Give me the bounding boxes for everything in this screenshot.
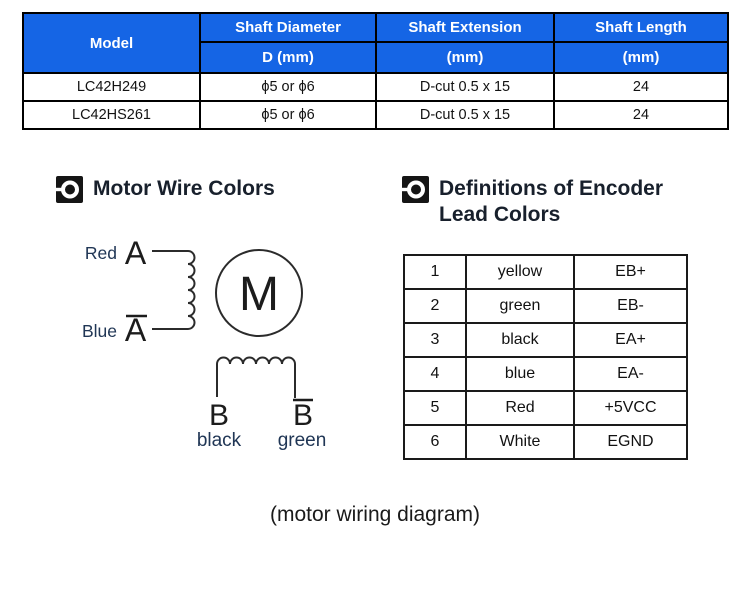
color-cell: White — [465, 424, 575, 460]
phase-a-terminal-label: A — [125, 235, 147, 271]
motor-circle — [215, 249, 303, 337]
motor-label: M — [239, 268, 279, 321]
pin-cell: 4 — [403, 356, 467, 392]
diameter-cell: ϕ5 or ϕ6 — [199, 72, 377, 102]
color-cell: Red — [465, 390, 575, 426]
phase-a-bar-terminal-label: A — [125, 312, 147, 348]
spec-header-shaft-length: Shaft Length — [553, 12, 729, 43]
spec-row: LC42H249 ϕ5 or ϕ6 D-cut 0.5 x 15 24 — [22, 72, 729, 102]
phase-b-terminal-label: B — [209, 399, 229, 432]
signal-cell: +5VCC — [573, 390, 688, 426]
phase-a-wire-color-label: Red — [85, 243, 117, 263]
encoder-row: 4 blue EA- — [403, 356, 688, 392]
phase-a-winding — [152, 250, 196, 330]
extension-cell: D-cut 0.5 x 15 — [375, 100, 555, 130]
phase-b-bar-terminal-label: B — [293, 399, 313, 432]
target-icon — [402, 176, 429, 203]
spec-header-shaft-extension-unit: (mm) — [375, 41, 555, 74]
spec-table: Model Shaft Diameter Shaft Extension Sha… — [22, 12, 729, 130]
encoder-row: 1 yellow EB+ — [403, 254, 688, 290]
phase-b-winding — [216, 356, 296, 398]
spec-row: LC42HS261 ϕ5 or ϕ6 D-cut 0.5 x 15 24 — [22, 100, 729, 130]
signal-cell: EA+ — [573, 322, 688, 358]
signal-cell: EB+ — [573, 254, 688, 290]
encoder-row: 5 Red +5VCC — [403, 390, 688, 426]
target-icon — [56, 176, 83, 203]
section-title: Motor Wire Colors — [93, 177, 275, 200]
encoder-row: 6 White EGND — [403, 424, 688, 460]
encoder-row: 2 green EB- — [403, 288, 688, 324]
spec-header-model: Model — [22, 12, 201, 74]
pin-cell: 3 — [403, 322, 467, 358]
phase-b-bar-wire-color-label: green — [278, 430, 327, 451]
color-cell: yellow — [465, 254, 575, 290]
extension-cell: D-cut 0.5 x 15 — [375, 72, 555, 102]
length-cell: 24 — [553, 72, 729, 102]
diameter-cell: ϕ5 or ϕ6 — [199, 100, 377, 130]
encoder-row: 3 black EA+ — [403, 322, 688, 358]
figure-caption: (motor wiring diagram) — [269, 503, 481, 526]
encoder-lead-colors-heading: Definitions of Encoder Lead Colors — [402, 176, 663, 228]
length-cell: 24 — [553, 100, 729, 130]
spec-header-shaft-extension: Shaft Extension — [375, 12, 555, 43]
color-cell: blue — [465, 356, 575, 392]
motor-wiring-diagram: Red A Blue A M B B black green — [82, 235, 327, 451]
encoder-lead-table: 1 yellow EB+ 2 green EB- 3 black EA+ 4 b… — [403, 254, 688, 460]
signal-cell: EGND — [573, 424, 688, 460]
motor-wire-colors-heading: Motor Wire Colors — [56, 176, 275, 203]
signal-cell: EB- — [573, 288, 688, 324]
pin-cell: 6 — [403, 424, 467, 460]
section-title: Definitions of Encoder Lead Colors — [439, 177, 664, 226]
phase-a-bar-wire-color-label: Blue — [82, 321, 117, 341]
model-cell: LC42H249 — [22, 72, 201, 102]
signal-cell: EA- — [573, 356, 688, 392]
color-cell: green — [465, 288, 575, 324]
pin-cell: 1 — [403, 254, 467, 290]
model-cell: LC42HS261 — [22, 100, 201, 130]
pin-cell: 2 — [403, 288, 467, 324]
phase-b-wire-color-label: black — [197, 430, 242, 451]
color-cell: black — [465, 322, 575, 358]
spec-header-shaft-diameter: Shaft Diameter — [199, 12, 377, 43]
spec-header-shaft-length-unit: (mm) — [553, 41, 729, 74]
pin-cell: 5 — [403, 390, 467, 426]
spec-header-shaft-diameter-unit: D (mm) — [199, 41, 377, 74]
